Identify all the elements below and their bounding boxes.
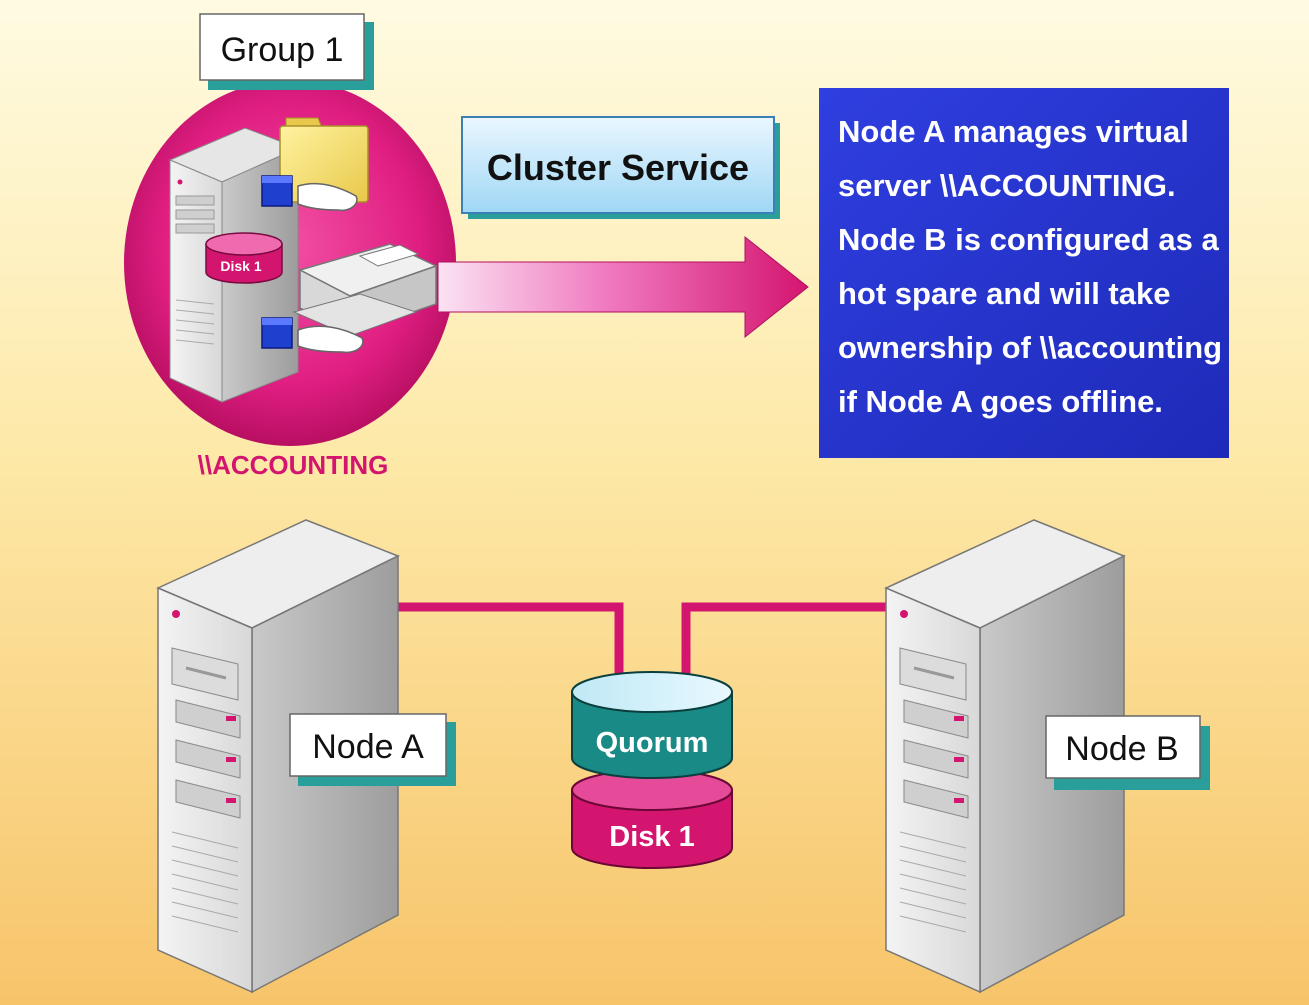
shared-disk-stack xyxy=(571,671,733,869)
quorum-body xyxy=(571,691,733,779)
share-hand-icon xyxy=(261,175,358,212)
virtual-server-label: \\ACCOUNTING xyxy=(198,450,389,480)
group-1-label: Group 1 xyxy=(221,31,344,69)
cluster-connections xyxy=(398,602,890,690)
node-b-callout: Node B xyxy=(1045,715,1210,790)
group-disk-label: Disk 1 xyxy=(220,258,261,274)
quorum-label: Quorum xyxy=(596,727,709,759)
node-a-link xyxy=(398,602,624,690)
info-line-2: server \\ACCOUNTING. xyxy=(838,168,1176,203)
printer-icon xyxy=(292,243,438,337)
info-box: Node A manages virtual server \\ACCOUNTI… xyxy=(819,88,1229,458)
group-1-illustration: Disk 1 xyxy=(124,80,456,446)
node-a-label: Node A xyxy=(312,728,424,766)
quorum-top xyxy=(571,671,733,713)
print-hand-icon xyxy=(261,317,364,354)
group-1-callout: Group 1 xyxy=(199,13,374,90)
cluster-service-box: Cluster Service xyxy=(461,116,780,219)
info-line-1: Node A manages virtual xyxy=(838,114,1189,149)
node-b-link xyxy=(681,602,890,690)
cluster-service-label: Cluster Service xyxy=(487,147,749,188)
node-b-label: Node B xyxy=(1065,730,1178,768)
info-line-4: hot spare and will take xyxy=(838,276,1170,311)
info-line-3: Node B is configured as a xyxy=(838,222,1219,257)
disk-1-body xyxy=(571,789,733,869)
node-a-callout: Node A xyxy=(289,713,456,786)
failover-arrow xyxy=(437,235,809,339)
shared-disk-label: Disk 1 xyxy=(609,821,694,853)
info-line-6: if Node A goes offline. xyxy=(838,384,1163,419)
group-disk-icon xyxy=(205,232,283,284)
info-line-5: ownership of \\accounting xyxy=(838,330,1222,365)
